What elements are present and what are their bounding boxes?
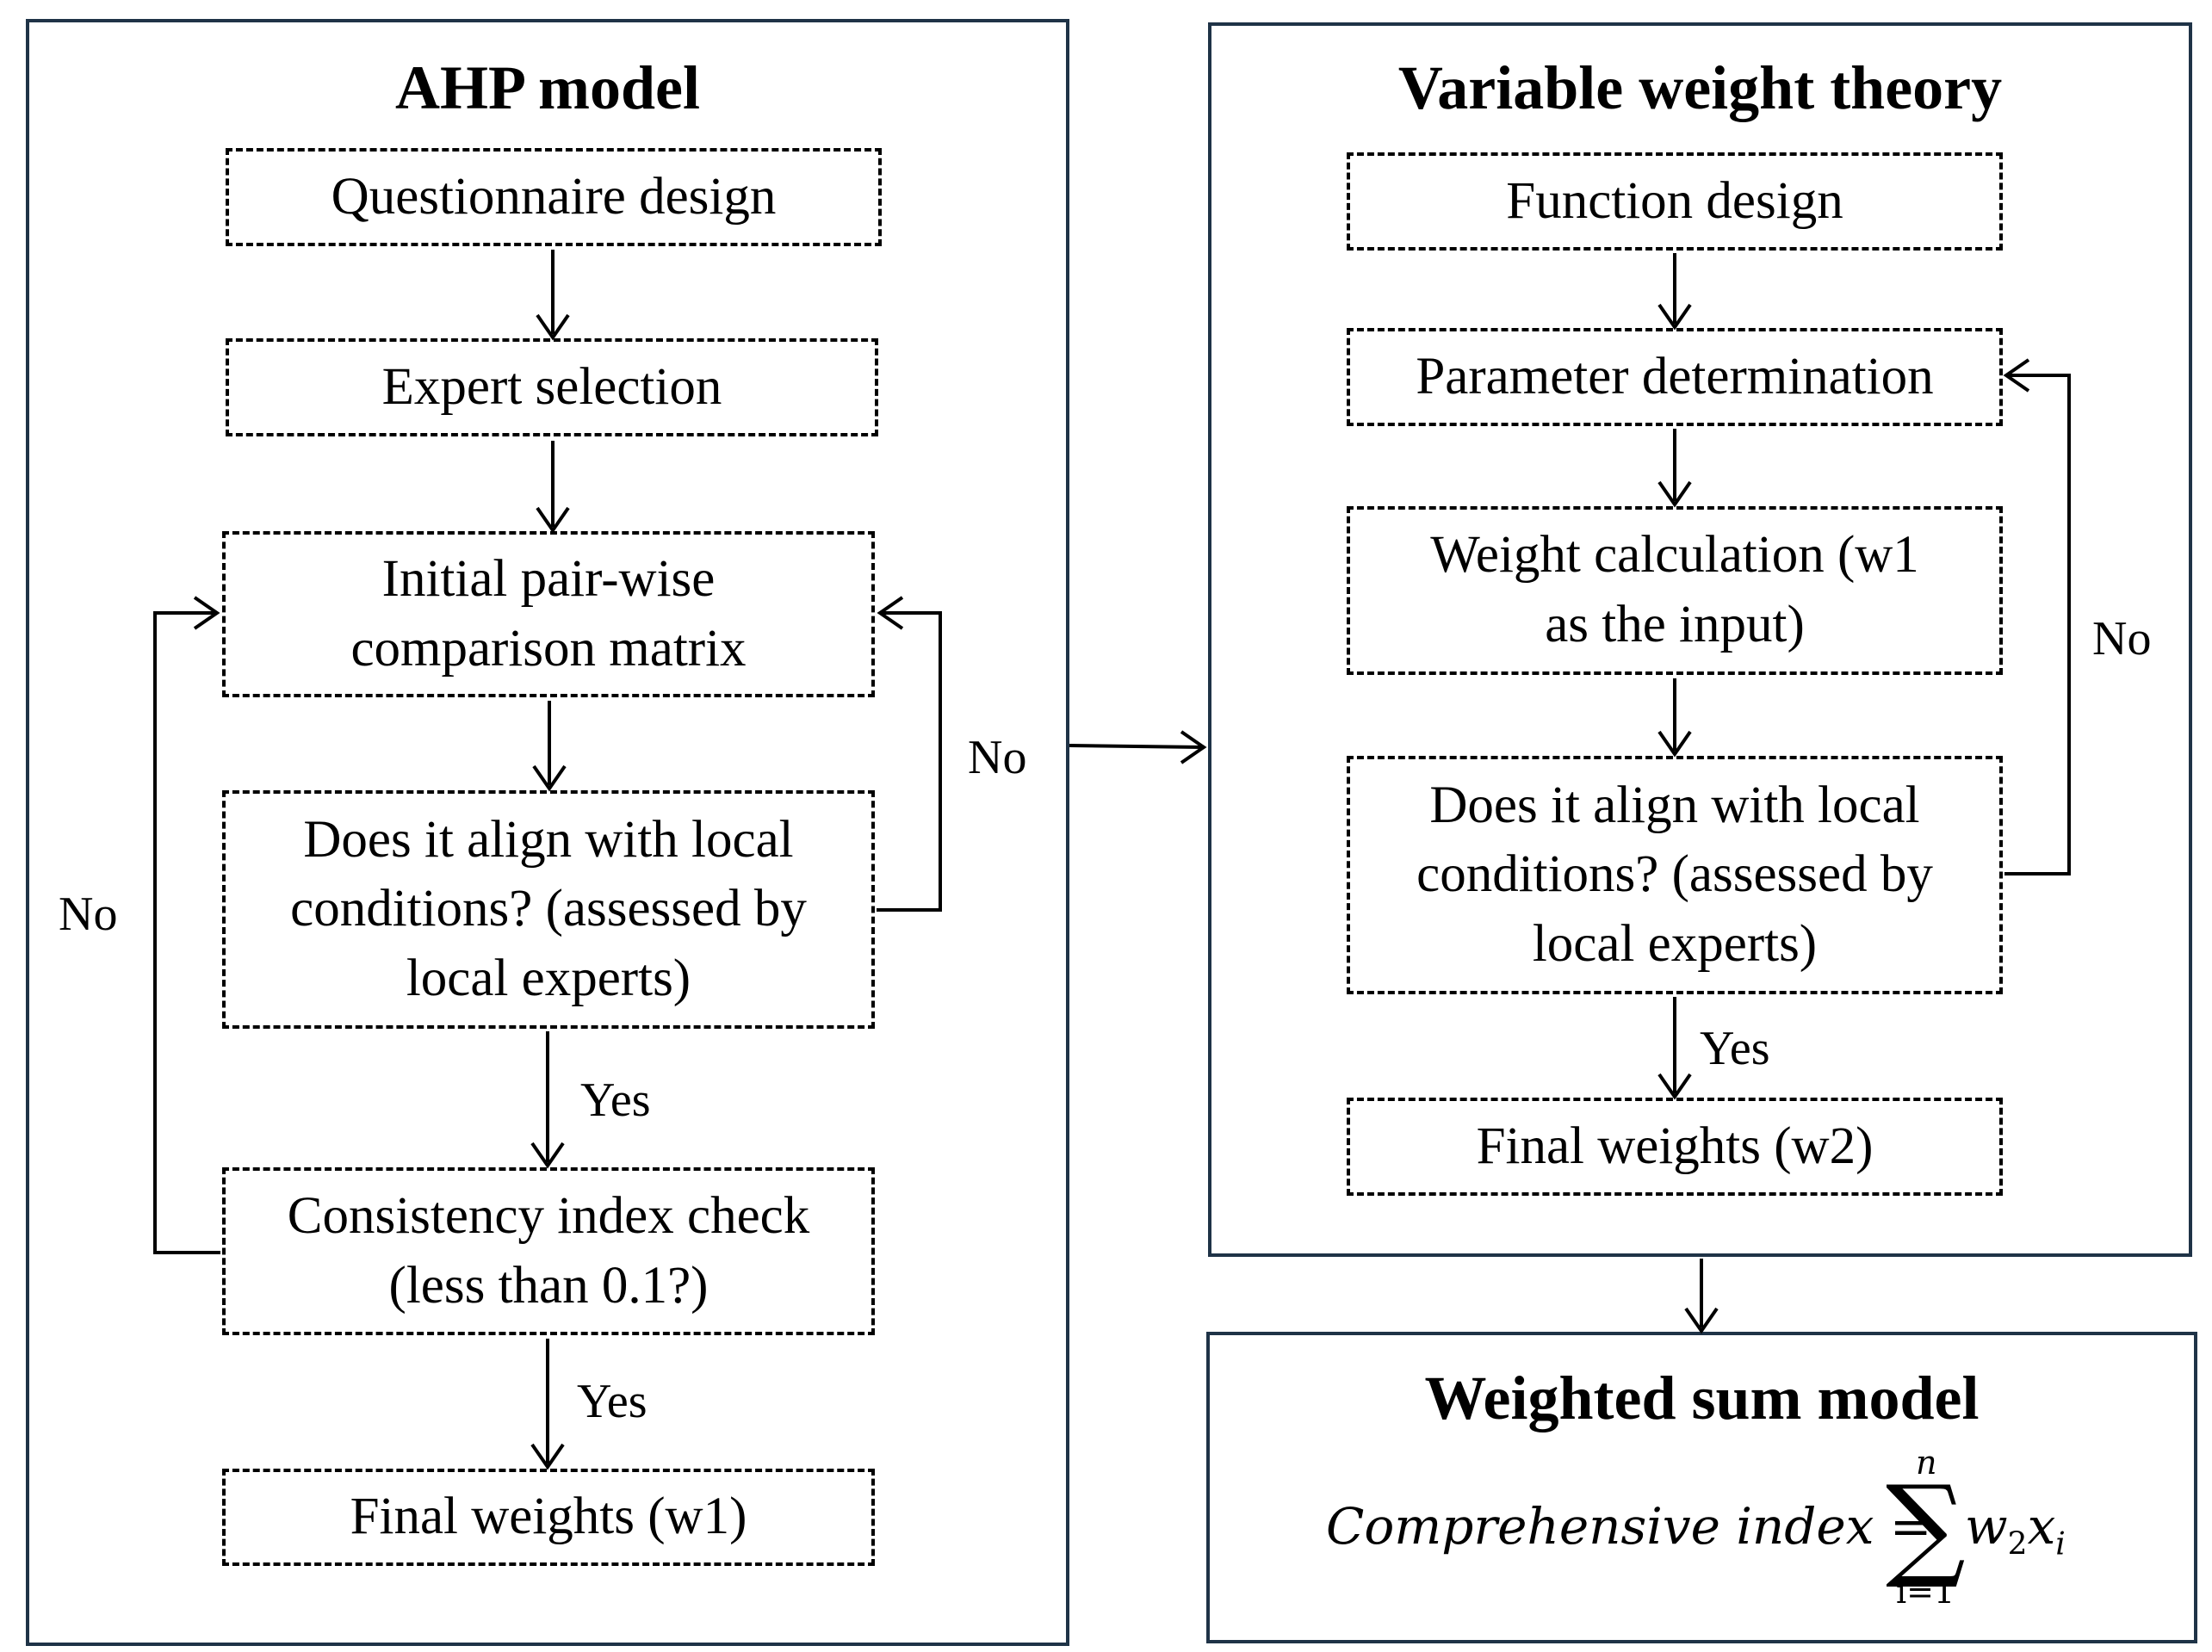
box-line: (less than 0.1?) [388, 1256, 709, 1315]
vwt-final-weights-box: Final weights (w2) [1347, 1098, 2003, 1196]
wsm-title: Weighted sum model [1424, 1364, 1980, 1432]
arrowhead-icon [536, 313, 570, 341]
box-line: local experts) [406, 949, 691, 1007]
sigma-icon: ∑ [1886, 1461, 1966, 1592]
consistency-check-box: Consistency index check (less than 0.1?) [222, 1167, 875, 1335]
ahp-no-left-label: No [59, 888, 118, 941]
box-line: Expert selection [381, 357, 722, 416]
ahp-final-weights-box: Final weights (w1) [222, 1469, 875, 1566]
vwt-no-loop [2004, 374, 2071, 875]
formula-w: w [1965, 1497, 2008, 1556]
vwt-yes-label: Yes [1700, 1022, 1770, 1075]
questionnaire-design-box: Questionnaire design [226, 148, 882, 246]
ahp-no-loop-right [877, 611, 942, 912]
arrowhead-icon [193, 596, 220, 630]
formula-lower-limit: i=1 [1896, 1573, 1955, 1611]
arrowhead-icon [536, 506, 570, 534]
arrowhead-icon [1684, 1307, 1719, 1334]
vwt-align-check-box: Does it align with local conditions? (as… [1347, 756, 2003, 994]
arrowhead-icon [1180, 730, 1207, 764]
ahp-no-right-label: No [968, 731, 1027, 784]
formula-w-sub: 2 [2007, 1526, 2028, 1562]
arrowhead-icon [2003, 358, 2030, 393]
arrowhead-icon [877, 596, 904, 630]
box-line: Consistency index check [287, 1186, 810, 1245]
comprehensive-index-formula: Comprehensive index = n ∑ i=1 w2xi [1326, 1446, 2101, 1618]
arrowhead-icon [1657, 303, 1692, 331]
box-line: Parameter determination [1416, 347, 1934, 405]
box-line: Final weights (w2) [1476, 1117, 1874, 1175]
expert-selection-box: Expert selection [226, 338, 878, 436]
arrowhead-icon [1657, 1073, 1692, 1100]
ahp-yes-label-2: Yes [577, 1375, 647, 1428]
box-line: Initial pair-wise [381, 549, 716, 608]
arrow-ahp-to-vwt [1069, 744, 1203, 749]
weight-calculation-box: Weight calculation (w1 as the input) [1347, 506, 2003, 675]
box-line: Weight calculation (w1 [1430, 526, 1919, 585]
arrowhead-icon [530, 1443, 565, 1470]
formula-x: x [2027, 1497, 2056, 1556]
box-line: Final weights (w1) [350, 1488, 747, 1546]
formula-x-sub: i [2055, 1526, 2066, 1562]
box-line: conditions? (assessed by [290, 880, 807, 938]
function-design-box: Function design [1347, 152, 2003, 251]
arrowhead-icon [530, 1142, 565, 1169]
box-line: Function design [1506, 171, 1843, 230]
parameter-determination-box: Parameter determination [1347, 328, 2003, 426]
box-line: conditions? (assessed by [1416, 845, 1933, 904]
arrowhead-icon [1657, 730, 1692, 758]
box-line: comparison matrix [350, 619, 747, 678]
box-line: Does it align with local [303, 810, 794, 869]
ahp-align-check-box: Does it align with local conditions? (as… [222, 790, 875, 1029]
arrowhead-icon [1657, 480, 1692, 508]
vwt-title: Variable weight theory [1397, 53, 2003, 122]
box-line: Questionnaire design [331, 167, 777, 226]
initial-matrix-box: Initial pair-wise comparison matrix [222, 531, 875, 697]
box-line: Does it align with local [1429, 776, 1920, 834]
arrowhead-icon [532, 764, 567, 792]
box-line: local experts) [1532, 914, 1818, 973]
formula-upper-limit: n [1916, 1444, 1937, 1482]
wsm-panel [1206, 1332, 2197, 1643]
formula-lhs: Comprehensive index = [1326, 1497, 1932, 1556]
ahp-title: AHP model [395, 53, 700, 122]
box-line: as the input) [1545, 596, 1805, 653]
vwt-no-label: No [2092, 612, 2152, 665]
ahp-no-loop-left [153, 611, 220, 1254]
ahp-yes-label-1: Yes [580, 1073, 651, 1127]
formula-rhs: w2xi [1965, 1501, 2066, 1561]
